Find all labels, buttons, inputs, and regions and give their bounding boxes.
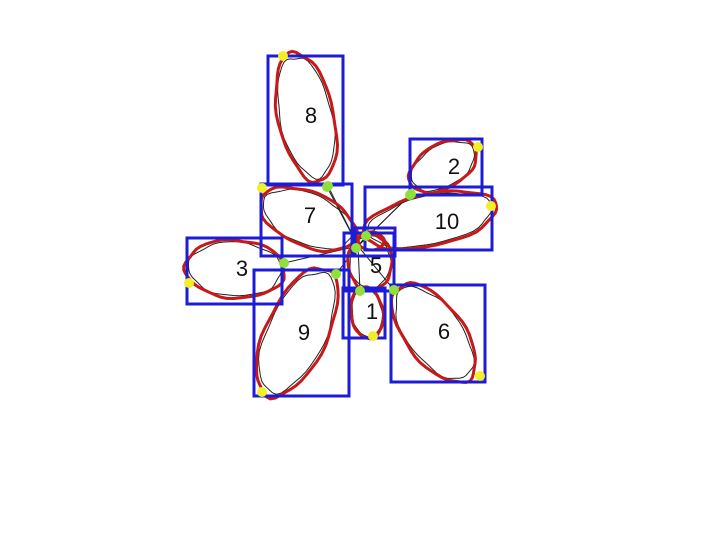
leaf-number-label: 5	[370, 253, 382, 278]
leaf-tip-point	[473, 142, 483, 152]
leaf-contour	[273, 49, 339, 184]
leaf-label-layer: 1 2 3 5 6 7 8 9 10	[236, 103, 460, 345]
leaf-number-label: 1	[366, 299, 378, 324]
petiole-line	[357, 245, 395, 291]
leaf-bounding-box	[389, 283, 487, 384]
leaf-contour	[346, 232, 394, 292]
leaf-tip-point	[278, 51, 288, 61]
leaf-number-label: 7	[304, 203, 316, 228]
leaf-base-point	[355, 286, 365, 296]
leaf-number-label: 8	[305, 103, 317, 128]
leaf-number-label: 6	[438, 319, 450, 344]
leaf-number-label: 9	[298, 320, 310, 345]
leaf-base-point	[361, 231, 371, 241]
leaf-bounding-box	[252, 268, 351, 398]
leaf-tip-point	[486, 201, 496, 211]
bounding-box-layer	[185, 54, 494, 398]
leaf-tip-point	[184, 278, 194, 288]
leaf-bounding-box	[363, 185, 494, 252]
plant-leaf-outline	[258, 271, 336, 395]
leaf-base-point	[405, 190, 415, 200]
leaf-number-label: 2	[448, 154, 460, 179]
leaf-bounding-box	[266, 54, 345, 187]
leaf-number-label: 10	[435, 209, 459, 234]
leaf-base-point	[331, 269, 341, 279]
leaf-base-point	[351, 243, 361, 253]
keypoint-layer	[184, 51, 496, 397]
leaf-bounding-box	[408, 137, 484, 197]
leaf-tip-point	[475, 371, 485, 381]
leaf-tip-point	[257, 387, 267, 397]
leaf-base-point	[389, 285, 399, 295]
leaf-base-point	[323, 181, 333, 191]
leaf-tip-point	[368, 331, 378, 341]
leaf-base-point	[279, 258, 289, 268]
leaf-contour	[255, 266, 340, 401]
leaf-number-label: 3	[236, 256, 248, 281]
petiole-line	[357, 245, 361, 292]
plant-leaf-outline	[262, 188, 354, 250]
leaf-tip-point	[257, 183, 267, 193]
leaf-contour	[389, 281, 477, 384]
